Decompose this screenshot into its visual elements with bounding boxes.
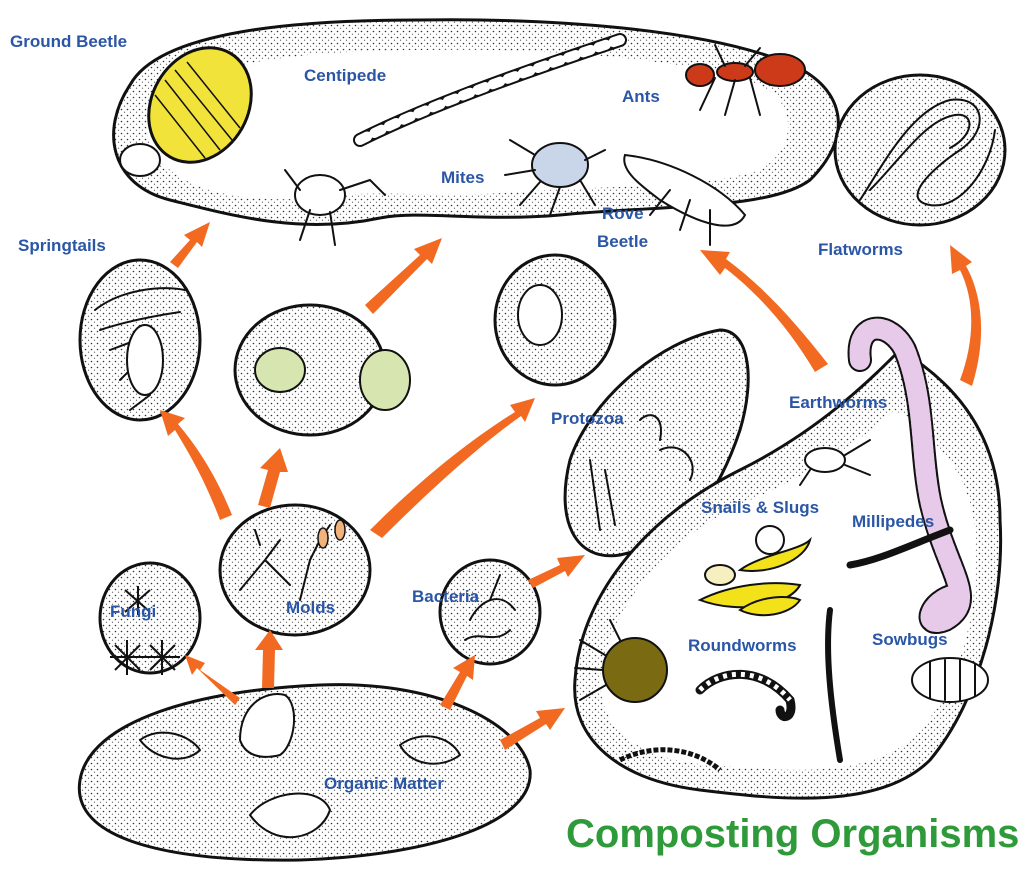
label-fungi: Fungi <box>110 602 156 622</box>
arrow-molds-to-springtails <box>160 410 232 520</box>
arrow-organic-to-molds <box>255 630 283 688</box>
diagram-title: Composting Organisms <box>566 812 1018 857</box>
label-roundworms: Roundworms <box>688 636 797 656</box>
arrow-springtails-to-predators <box>170 222 210 268</box>
label-earthworms: Earthworms <box>789 393 887 413</box>
arrow-molds-to-tick <box>370 398 535 538</box>
arrow-molds-to-mites <box>258 448 288 508</box>
label-millipedes: Millipedes <box>852 512 934 532</box>
label-molds: Molds <box>286 598 335 618</box>
arrow-organic-to-soil <box>500 708 565 750</box>
label-rove-1: Rove <box>602 204 644 224</box>
arrow-mites-to-predators <box>365 238 442 314</box>
arrow-earthworms-to-flatworms <box>950 245 981 386</box>
flatworms-blob <box>835 75 1005 225</box>
label-bacteria: Bacteria <box>412 587 479 607</box>
label-protozoa: Protozoa <box>551 409 624 429</box>
label-snails-slugs: Snails & Slugs <box>701 498 819 518</box>
label-flatworms: Flatworms <box>818 240 903 260</box>
label-organic-matter: Organic Matter <box>324 774 444 794</box>
label-mites: Mites <box>441 168 484 188</box>
label-centipede: Centipede <box>304 66 386 86</box>
label-sowbugs: Sowbugs <box>872 630 948 650</box>
mite-icon <box>255 348 305 392</box>
arrow-bacteria-to-protozoa <box>528 555 585 588</box>
label-rove-2: Beetle <box>597 232 648 252</box>
label-springtails: Springtails <box>18 236 106 256</box>
label-ground-beetle: Ground Beetle <box>10 32 127 52</box>
mite-icon-2 <box>360 350 410 410</box>
label-ants: Ants <box>622 87 660 107</box>
bacteria-blob <box>440 560 540 664</box>
sowbug-icon <box>912 658 988 702</box>
arrow-organic-to-bacteria <box>440 655 475 710</box>
